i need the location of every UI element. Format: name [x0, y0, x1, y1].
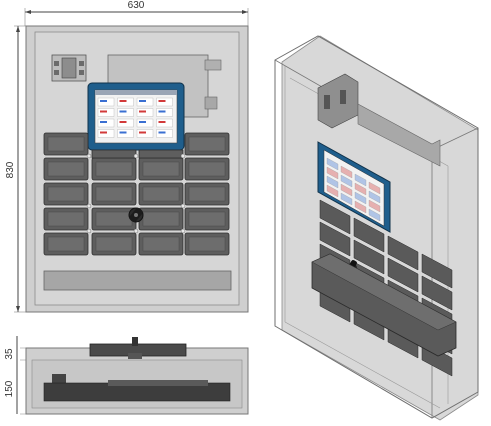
io-module: [91, 182, 137, 206]
io-module: [43, 207, 89, 231]
io-module-iso: [387, 235, 419, 271]
hmi-cell-iso: [326, 157, 339, 171]
isometric-view: [274, 35, 479, 421]
rotary-switch-icon: [128, 207, 144, 223]
io-module: [138, 207, 184, 231]
io-module-iso: [387, 257, 419, 293]
hmi-cell-iso: [354, 200, 367, 214]
connector-marker: [133, 228, 139, 234]
hmi-cell-iso: [326, 175, 339, 189]
width-dimension-label: 630: [128, 0, 145, 11]
connector-marker: [133, 153, 139, 159]
io-module: [138, 149, 184, 159]
hmi-cell-iso: [340, 183, 353, 197]
hmi-cell-iso: [368, 181, 381, 195]
io-module: [184, 157, 230, 181]
front-view: 630 830: [5, 0, 249, 313]
io-module-iso: [319, 221, 351, 257]
io-module-iso: [353, 217, 385, 253]
io-module: [184, 182, 230, 206]
enclosure-iso: [274, 35, 479, 419]
cable-duct-front: [43, 270, 232, 291]
height-dimension-label: 830: [5, 161, 16, 178]
hmi-cell-iso: [354, 182, 367, 196]
hmi-cell-iso: [368, 208, 381, 222]
hmi-cell-iso: [368, 199, 381, 213]
hmi-cell-iso: [326, 184, 339, 198]
hmi-cell-iso: [354, 191, 367, 205]
hmi-icon: [87, 82, 185, 151]
io-module: [43, 157, 89, 181]
io-module: [184, 132, 230, 156]
io-module: [91, 149, 137, 159]
io-module: [91, 157, 137, 181]
height-arrow-bottom: [16, 306, 20, 312]
hmi-cell-iso: [340, 174, 353, 188]
io-module: [43, 132, 89, 156]
upper-depth-label: 35: [4, 348, 15, 360]
io-module: [138, 182, 184, 206]
hmi-cell-iso: [340, 165, 353, 179]
io-module: [138, 157, 184, 181]
io-module-grid: [43, 132, 230, 256]
width-arrow-left: [25, 10, 31, 14]
io-module: [91, 232, 137, 256]
hmi-cell-iso: [326, 166, 339, 180]
io-module-iso: [353, 239, 385, 275]
hmi-iso: [317, 141, 391, 233]
breaker-icon: [51, 54, 87, 82]
side-view: 35 150: [4, 336, 249, 415]
io-module-iso: [421, 275, 453, 311]
connector-marker: [86, 153, 92, 159]
io-module: [138, 232, 184, 256]
connector-marker: [86, 203, 92, 209]
io-module: [184, 207, 230, 231]
height-arrow-top: [16, 26, 20, 32]
connector-marker: [86, 228, 92, 234]
io-module: [43, 182, 89, 206]
io-module-iso: [421, 253, 453, 289]
io-module-iso: [319, 199, 351, 235]
connector-marker: [180, 153, 186, 159]
connector-marker: [180, 203, 186, 209]
hmi-cell-iso: [368, 190, 381, 204]
lower-depth-label: 150: [4, 380, 15, 397]
io-module: [184, 232, 230, 256]
io-module: [43, 232, 89, 256]
hmi-cell-iso: [340, 192, 353, 206]
width-arrow-right: [242, 10, 248, 14]
hmi-cell-iso: [354, 173, 367, 187]
io-module: [91, 207, 137, 231]
connector-marker: [180, 228, 186, 234]
